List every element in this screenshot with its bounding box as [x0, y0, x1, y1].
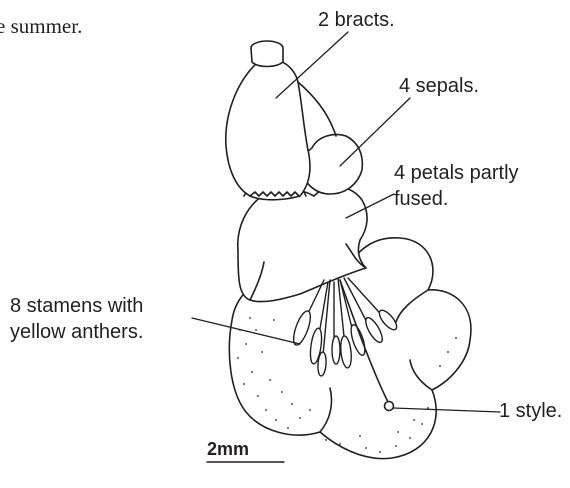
- bract-tip-body: [251, 48, 283, 67]
- label-petals-line2: fused.: [394, 186, 448, 212]
- label-stamens-line1: 8 stamens with: [10, 293, 143, 319]
- sepal-outline: [302, 135, 362, 195]
- caption-fragment: e summer.: [0, 13, 82, 39]
- label-style: 1 style.: [499, 398, 562, 424]
- leader-line-sepals: [340, 98, 410, 166]
- scale-bar-label: 2mm: [207, 436, 249, 462]
- stigma: [385, 402, 394, 411]
- label-bracts: 2 bracts.: [318, 7, 395, 33]
- label-sepals: 4 sepals.: [399, 73, 479, 99]
- label-petals-line1: 4 petals partly: [394, 160, 519, 186]
- anther: [332, 336, 340, 364]
- label-stamens-line2: yellow anthers.: [10, 319, 143, 345]
